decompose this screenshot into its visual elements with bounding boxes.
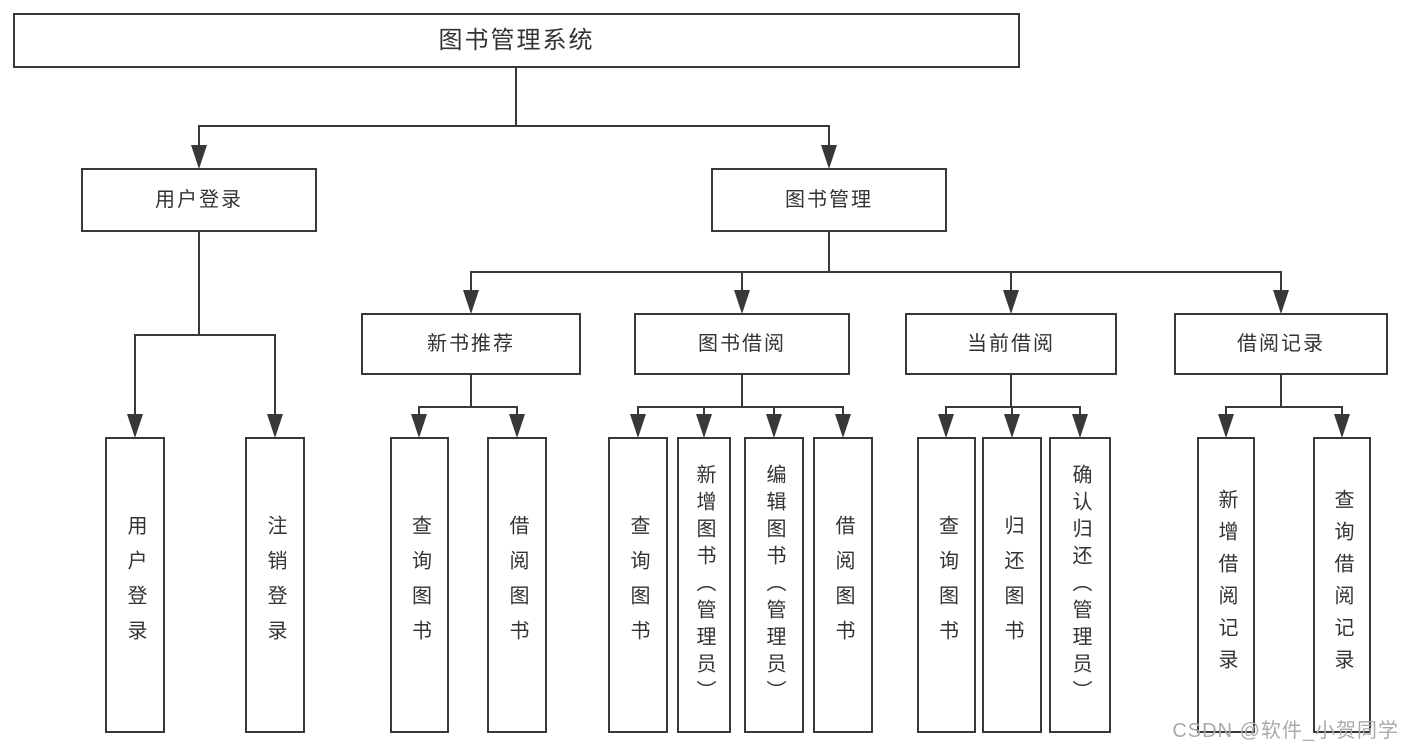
leaf-nb-query-book: 查询图书 xyxy=(390,437,449,733)
node-current-borrow: 当前借阅 xyxy=(905,313,1117,375)
node-book-management: 图书管理 xyxy=(711,168,947,232)
leaf-cb-confirm-return-admin: 确认归还（管理员） xyxy=(1049,437,1111,733)
leaf-bb-edit-book-admin: 编辑图书（管理员） xyxy=(744,437,804,733)
node-root: 图书管理系统 xyxy=(13,13,1020,68)
leaf-br-add-record: 新增借阅记录 xyxy=(1197,437,1255,733)
csdn-watermark: CSDN @软件_小贺同学 xyxy=(1172,720,1399,742)
leaf-bb-borrow-book: 借阅图书 xyxy=(813,437,873,733)
leaf-user-login: 用户登录 xyxy=(105,437,165,733)
leaf-br-query-record: 查询借阅记录 xyxy=(1313,437,1371,733)
connector-path xyxy=(134,68,1343,420)
leaf-bb-query-book: 查询图书 xyxy=(608,437,668,733)
leaf-cb-return-book: 归还图书 xyxy=(982,437,1042,733)
node-new-book-recommend: 新书推荐 xyxy=(361,313,581,375)
node-borrow-records: 借阅记录 xyxy=(1174,313,1388,375)
arrowheads xyxy=(127,145,1350,438)
node-user-login: 用户登录 xyxy=(81,168,317,232)
leaf-logout: 注销登录 xyxy=(245,437,305,733)
leaf-nb-borrow-book: 借阅图书 xyxy=(487,437,547,733)
node-book-borrow: 图书借阅 xyxy=(634,313,850,375)
leaf-cb-query-book: 查询图书 xyxy=(917,437,976,733)
leaf-bb-add-book-admin: 新增图书（管理员） xyxy=(677,437,731,733)
